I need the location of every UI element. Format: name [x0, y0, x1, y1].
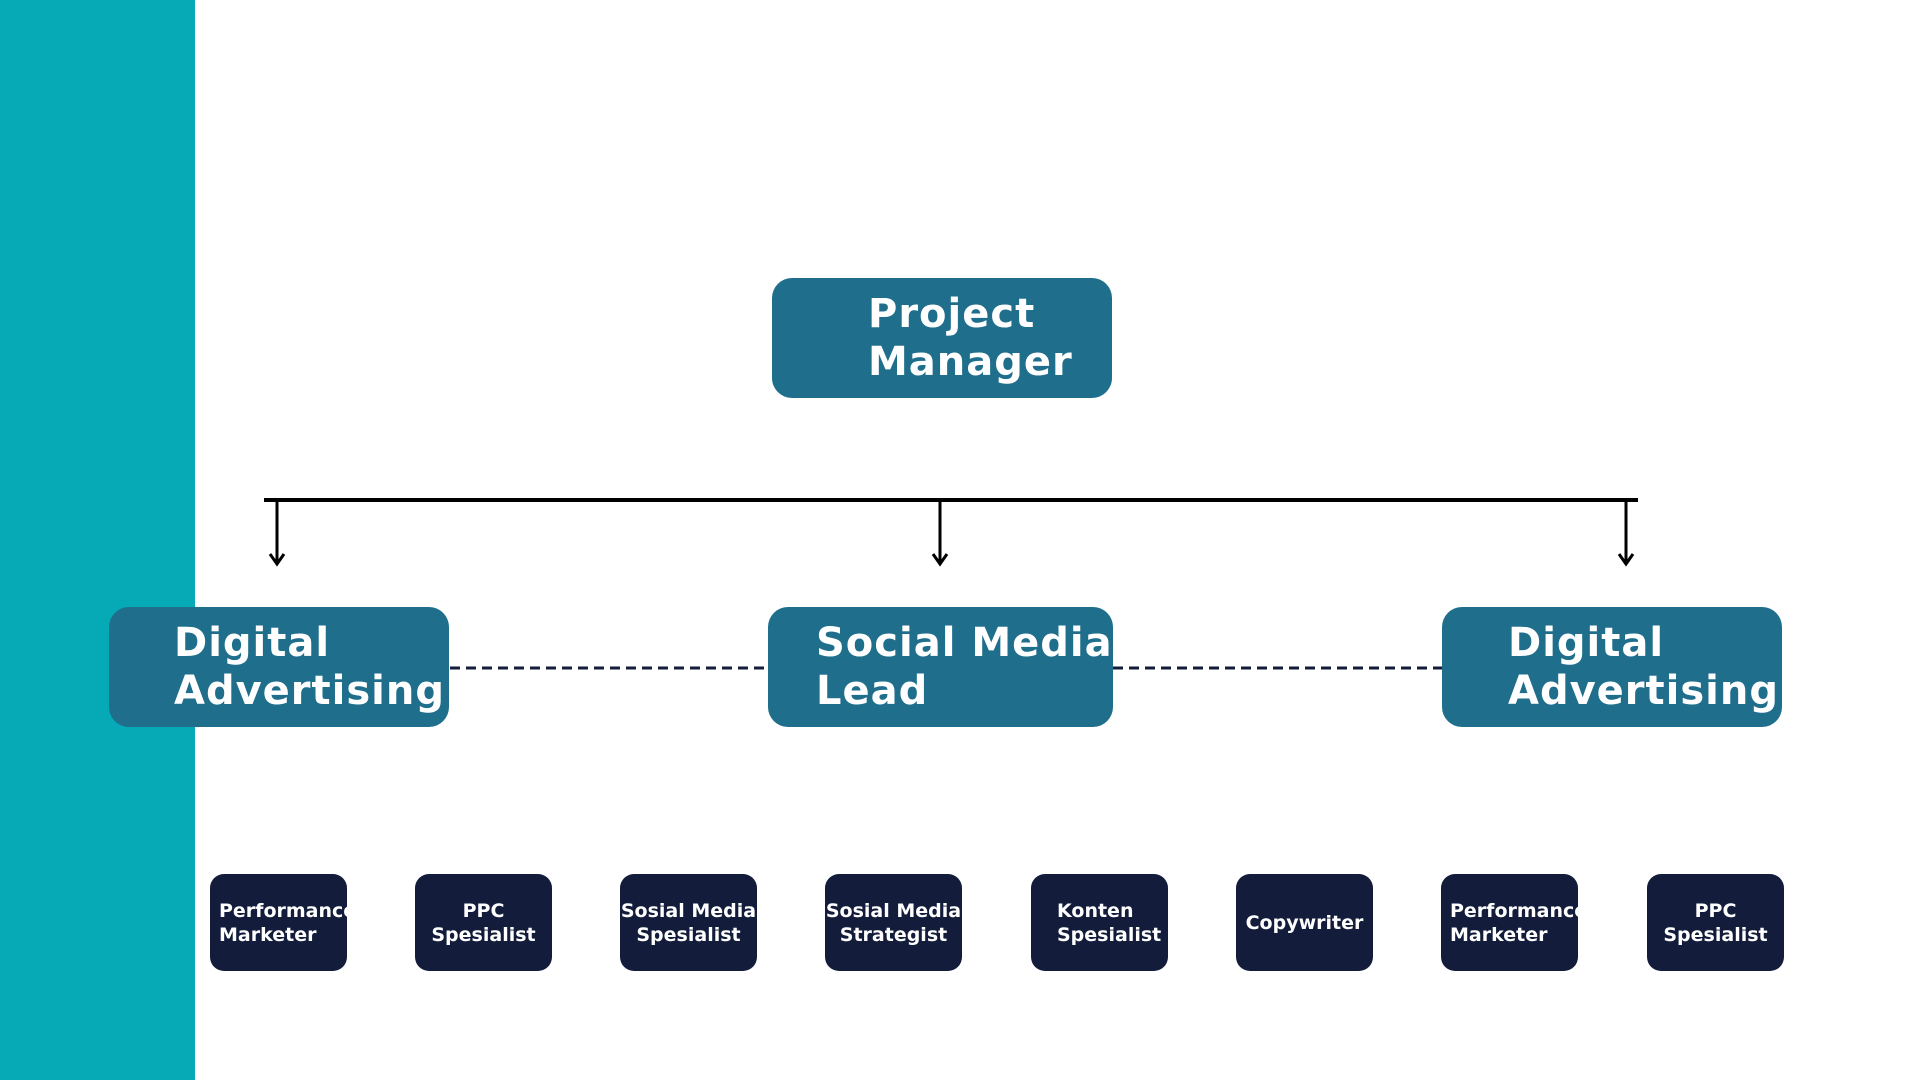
role-box-performance-marketer-1: Performance Marketer [210, 874, 356, 971]
digital-advertising-left-label: Digital Advertising [174, 620, 445, 714]
arrow-to-lead-3 [1617, 500, 1635, 567]
arrow-to-lead-2 [931, 500, 949, 567]
role-label: Performance Marketer [219, 899, 357, 946]
arrow-to-lead-1 [268, 500, 286, 567]
role-label: Konten Spesialist [1057, 899, 1162, 946]
social-media-lead-box: Social Media Lead [768, 607, 1113, 727]
role-box-ppc-spesialist-1: PPC Spesialist [415, 874, 552, 971]
role-label: PPC Spesialist [1663, 899, 1768, 946]
role-label: Sosial Media Strategist [825, 899, 962, 946]
side-accent-band [0, 0, 195, 1080]
digital-advertising-right-label: Digital Advertising [1508, 620, 1779, 714]
role-box-konten-spesialist: Konten Spesialist [1031, 874, 1168, 971]
role-box-sosial-media-strategist: Sosial Media Strategist [825, 874, 962, 971]
project-manager-label: Project Manager [868, 291, 1073, 385]
social-media-lead-label: Social Media Lead [816, 620, 1113, 714]
role-label: PPC Spesialist [431, 899, 536, 946]
role-box-sosial-media-spesialist: Sosial Media Spesialist [620, 874, 757, 971]
project-manager-box: Project Manager [772, 278, 1112, 398]
role-label: Performance Marketer [1450, 899, 1588, 946]
role-label: Sosial Media Spesialist [620, 899, 757, 946]
role-box-ppc-spesialist-2: PPC Spesialist [1647, 874, 1784, 971]
role-label: Copywriter [1245, 911, 1364, 934]
role-box-copywriter: Copywriter [1236, 874, 1373, 971]
digital-advertising-box-right: Digital Advertising [1442, 607, 1782, 727]
digital-advertising-box-left: Digital Advertising [109, 607, 449, 727]
role-box-performance-marketer-2: Performance Marketer [1441, 874, 1587, 971]
